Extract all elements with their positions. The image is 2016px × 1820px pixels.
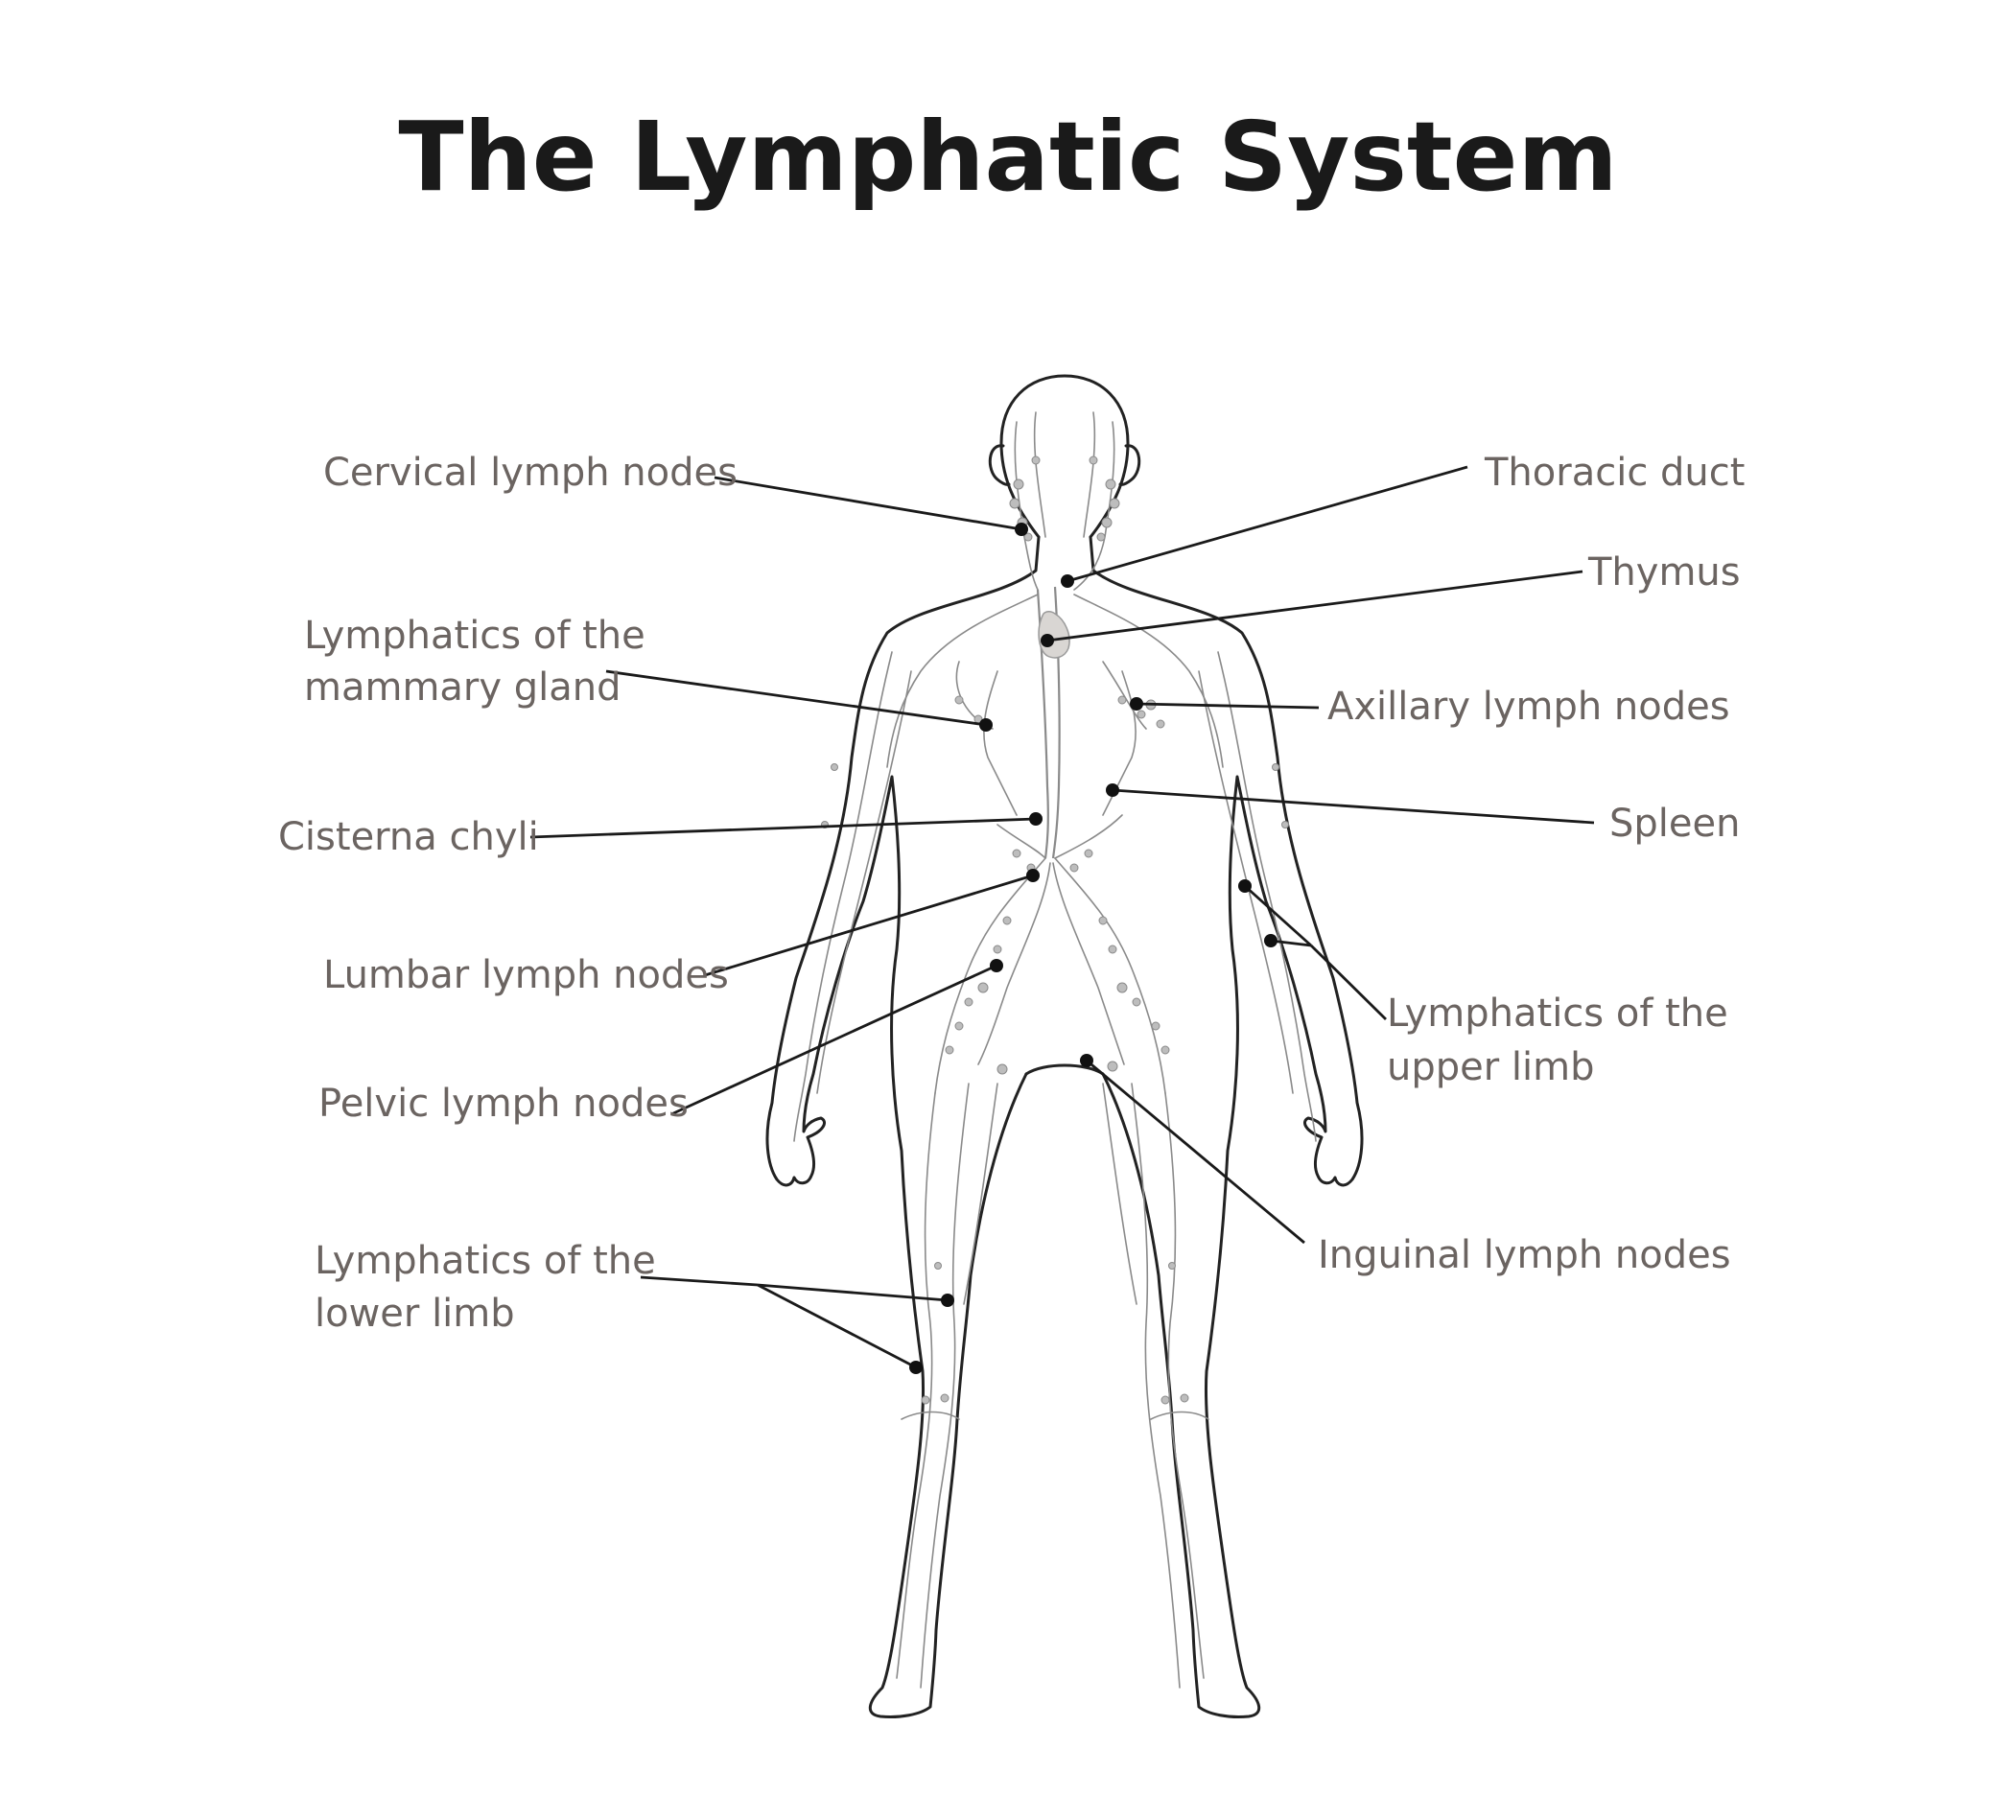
label-mammary-line1: Lymphatics of the [304,614,645,658]
leader-lines [529,465,1595,1369]
marker-thymus [1041,634,1054,647]
leader-lower-limb-b [757,1283,949,1302]
thymus-shape [1038,611,1070,659]
label-cervical-lymph-nodes: Cervical lymph nodes [323,451,738,495]
marker-upper-limb-forearm [1264,934,1278,947]
label-spleen: Spleen [1609,802,1740,846]
marker-lower-limb-knee [909,1361,923,1374]
marker-lower-limb-thigh [941,1294,954,1307]
label-inguinal-lymph-nodes: Inguinal lymph nodes [1318,1233,1731,1277]
leader-lower-limb-c [757,1283,917,1369]
leader-lumbar [704,874,1034,977]
marker-dots [909,523,1278,1374]
marker-axillary [1130,697,1143,711]
marker-inguinal [1080,1054,1093,1067]
label-lumbar-lymph-nodes: Lumbar lymph nodes [323,953,729,997]
marker-upper-limb-elbow [1238,879,1252,893]
label-lower-limb-line2: lower limb [315,1292,515,1336]
marker-pelvic [990,959,1003,972]
marker-thoracic [1061,574,1074,588]
label-upper-limb-line2: upper limb [1387,1045,1594,1089]
leader-spleen [1112,788,1595,825]
leader-axillary [1136,702,1320,710]
leader-upper-limb-c [1270,939,1312,947]
lymph-node-clusters [821,455,1289,1405]
leader-upper-limb-b [1244,884,1312,947]
leader-cervical [714,476,1022,531]
label-thoracic-duct: Thoracic duct [1484,451,1745,495]
label-lower-limb-line1: Lymphatics of the [315,1239,656,1283]
marker-cervical [1015,523,1028,536]
leader-lower-limb-a [640,1275,759,1287]
leader-thymus [1046,570,1583,642]
leader-cisterna [529,817,1037,839]
label-pelvic-lymph-nodes: Pelvic lymph nodes [318,1082,689,1126]
label-thymus: Thymus [1587,550,1741,595]
label-mammary-line2: mammary gland [304,665,621,710]
label-upper-limb-line1: Lymphatics of the [1387,992,1728,1036]
marker-mammary [979,718,993,732]
leader-upper-limb-a [1310,945,1387,1020]
diagram-title: The Lymphatic System [398,101,1617,213]
label-cisterna-chyli: Cisterna chyli [278,815,539,859]
leader-pelvic [670,964,997,1116]
label-axillary-lymph-nodes: Axillary lymph nodes [1327,685,1730,729]
leader-thoracic [1067,465,1468,583]
marker-spleen [1106,783,1119,797]
body-outline [765,374,1364,1718]
lymph-vessels [793,411,1317,1689]
leader-mammary [605,669,987,727]
marker-lumbar [1026,869,1040,882]
labels: Cervical lymph nodes Lymphatics of the m… [278,451,1745,1336]
marker-cisterna [1029,812,1043,826]
leader-inguinal [1086,1059,1305,1245]
